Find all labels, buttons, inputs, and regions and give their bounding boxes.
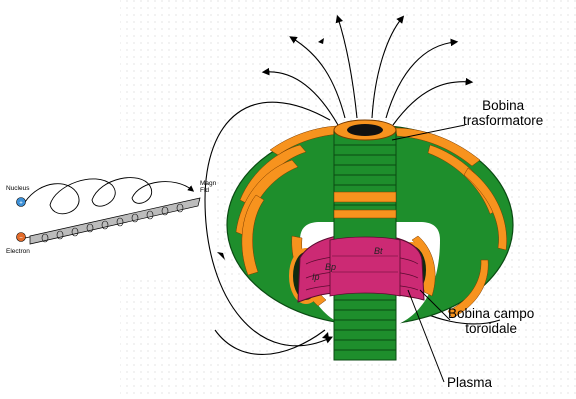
label-magnetic-field-line1: Magn [200, 180, 216, 187]
label-transformer-coil-line2: trasformatore [463, 113, 543, 128]
label-toroidal-coil-line1: Bobina campo [448, 306, 534, 321]
solenoid-top-hole [347, 124, 383, 136]
label-magnetic-field: Magn Fld [200, 180, 216, 194]
label-toroidal-coil: Bobina campo toroidale [448, 306, 534, 336]
label-ip: Ip [312, 272, 320, 282]
label-transformer-coil-line1: Bobina [463, 98, 543, 113]
svg-text:+: + [19, 201, 23, 207]
solenoid-band-1 [334, 192, 396, 202]
plasma-front [330, 237, 400, 296]
solenoid-band-2 [334, 210, 396, 218]
svg-text:−: − [19, 236, 23, 242]
label-nucleus: Nucleus [6, 185, 29, 192]
label-magnetic-field-line2: Fld [200, 187, 216, 194]
label-bp: Bp [325, 262, 336, 272]
label-electron: Electron [6, 248, 30, 255]
label-plasma: Plasma [447, 375, 492, 390]
label-transformer-coil: Bobina trasformatore [463, 98, 543, 128]
label-bt: Bt [374, 246, 383, 256]
label-toroidal-coil-line2: toroidale [448, 321, 534, 336]
